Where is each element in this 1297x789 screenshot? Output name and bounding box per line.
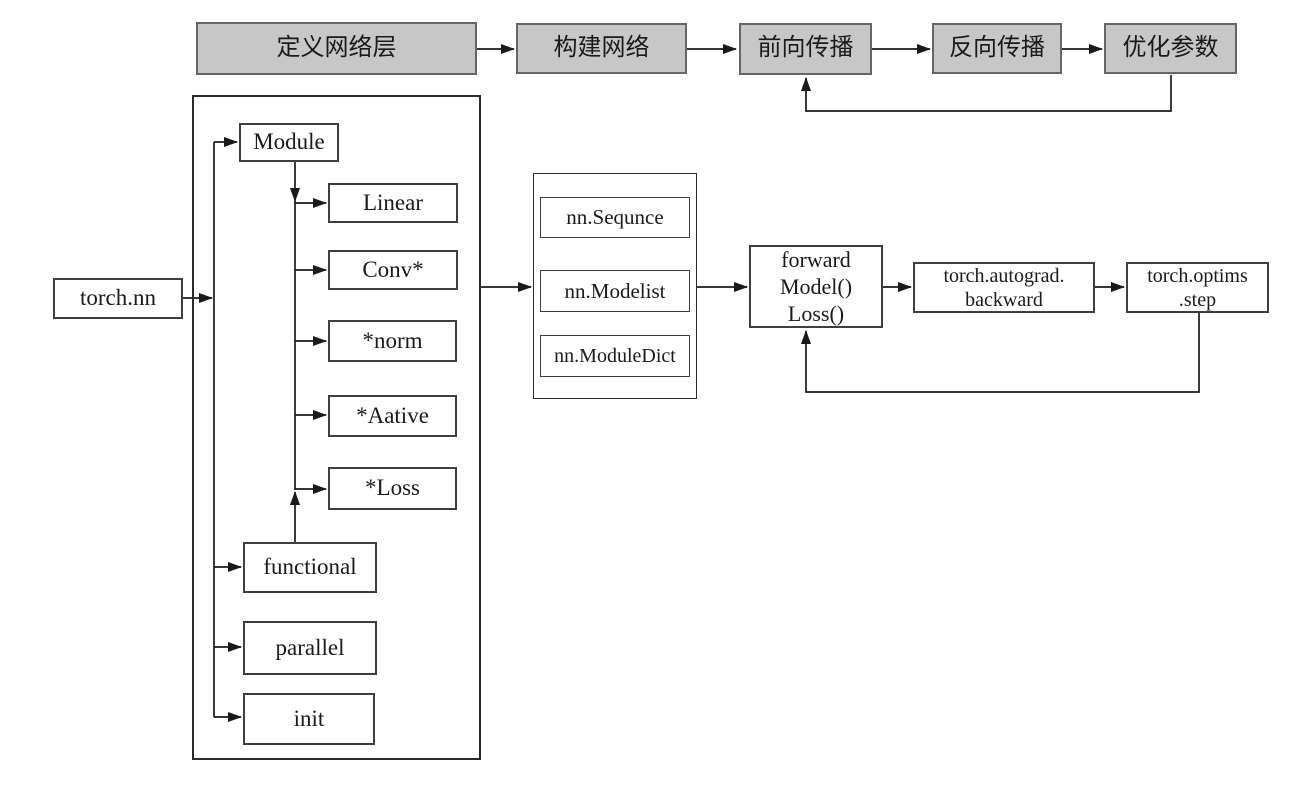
- node-norm: *norm: [328, 320, 457, 362]
- node-module: Module: [239, 123, 339, 162]
- step-define-layers: 定义网络层: [196, 22, 477, 75]
- node-torch-autograd-backward: torch.autograd. backward: [913, 262, 1095, 313]
- node-conv: Conv*: [328, 250, 458, 290]
- node-nn-sequnce: nn.Sequnce: [540, 197, 690, 238]
- node-parallel: parallel: [243, 621, 377, 675]
- node-nn-moduledict: nn.ModuleDict: [540, 335, 690, 377]
- step-optimize-params: 优化参数: [1104, 23, 1237, 74]
- node-nn-modelist: nn.Modelist: [540, 270, 690, 312]
- node-forward-model-loss: forward Model() Loss(): [749, 245, 883, 328]
- node-torch-nn: torch.nn: [53, 278, 183, 319]
- node-aative: *Aative: [328, 395, 457, 437]
- node-linear: Linear: [328, 183, 458, 223]
- feedback-optimize-to-forward: [801, 75, 1172, 112]
- step-build-network: 构建网络: [516, 23, 687, 74]
- node-init: init: [243, 693, 375, 745]
- feedback-optims-to-forwardbox: [801, 313, 1200, 393]
- node-functional: functional: [243, 542, 377, 593]
- torch-nn-container: [192, 95, 481, 760]
- node-torch-optims-step: torch.optims .step: [1126, 262, 1269, 313]
- sequence-group-container: [533, 173, 697, 399]
- step-backward-prop: 反向传播: [932, 23, 1062, 74]
- step-forward-prop: 前向传播: [739, 23, 872, 75]
- node-loss: *Loss: [328, 467, 457, 510]
